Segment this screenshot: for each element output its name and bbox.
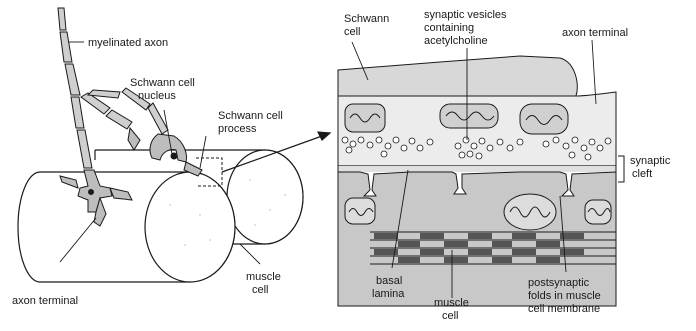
label-muscle-cell-bottom: muscle cell: [434, 297, 472, 322]
label-synaptic-vesicles: synaptic vesicles containing acetylcholi…: [424, 9, 510, 47]
label-axon-terminal-left: axon terminal: [12, 295, 78, 307]
label-schwann-cell-nucleus: Schwann cell nucleus: [130, 77, 198, 102]
label-schwann-cell-right: Schwann cell: [344, 13, 392, 38]
muscle-cylinders: [18, 150, 303, 282]
label-myelinated-axon: myelinated axon: [88, 37, 168, 49]
label-synaptic-cleft: synaptic cleft: [630, 155, 673, 180]
magnified-view: [338, 56, 616, 306]
synaptic-cleft-bracket: [618, 156, 624, 182]
label-axon-terminal-right: axon terminal: [562, 27, 628, 39]
label-schwann-cell-process: Schwann cell process: [218, 110, 286, 135]
label-basal-lamina: basal lamina: [372, 275, 405, 300]
label-muscle-cell-left: muscle cell: [246, 271, 284, 296]
